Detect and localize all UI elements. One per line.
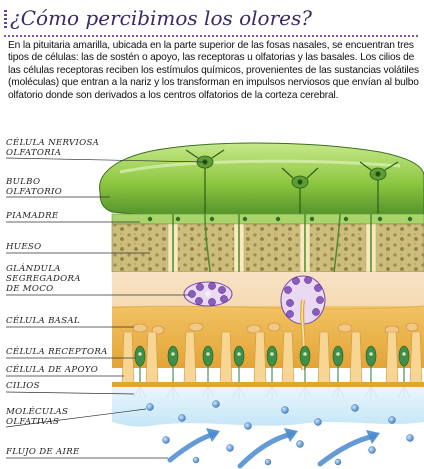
svg-text:CÉLULA RECEPTORA: CÉLULA RECEPTORA xyxy=(6,345,108,357)
olfactory-bulb xyxy=(99,142,424,219)
nerve-cells xyxy=(185,149,399,214)
title-marker xyxy=(4,10,7,30)
mucus-gland-1 xyxy=(183,281,233,307)
label-piamadre: PIAMADRE xyxy=(5,211,140,223)
air-flow-arrows xyxy=(167,431,377,469)
svg-text:FLUJO DE AIRE: FLUJO DE AIRE xyxy=(5,447,80,457)
pia-mater xyxy=(111,213,424,225)
label-bulbo: BULBO OLFATORIO xyxy=(5,177,110,198)
label-glandula: GLÁNDULA SEGREGADORA DE MOCO xyxy=(5,262,190,296)
label-flujo: FLUJO DE AIRE xyxy=(5,447,168,459)
label-celula-basal: CÉLULA BASAL xyxy=(6,314,134,328)
mucosa-layer xyxy=(111,272,424,368)
label-moleculas: MOLÉCULAS OLFATIVAS xyxy=(5,405,147,428)
intro-paragraph: En la pituitaria amarilla, ubicada en la… xyxy=(8,40,420,101)
label-celula-receptora: CÉLULA RECEPTORA xyxy=(6,345,135,359)
odor-molecules xyxy=(146,400,414,466)
mucus-gland-2 xyxy=(280,275,326,371)
page-title: ¿Cómo percibimos los olores? xyxy=(10,6,312,30)
label-hueso: HUESO xyxy=(5,242,150,254)
label-cilios: CILIOS xyxy=(5,381,135,395)
mucus-layer xyxy=(112,387,424,427)
svg-text:MOLÉCULAS OLFATIVAS: MOLÉCULAS OLFATIVAS xyxy=(5,405,71,427)
labels: CÉLULA NERVIOSA OLFATORIA BULBO OLFATORI… xyxy=(5,136,206,459)
svg-text:BULBO OLFATORIO: BULBO OLFATORIO xyxy=(5,177,62,197)
svg-text:CÉLULA DE APOYO: CÉLULA DE APOYO xyxy=(6,363,98,375)
title-rule xyxy=(4,35,418,37)
label-celula-nerviosa: CÉLULA NERVIOSA OLFATORIA xyxy=(5,136,206,163)
svg-text:CÉLULA NERVIOSA OLFATO: CÉLULA NERVIOSA OLFATORIA xyxy=(6,136,102,158)
svg-text:CÉLULA BASAL: CÉLULA BASAL xyxy=(6,314,80,326)
air-flow-arrowheads xyxy=(206,428,380,444)
svg-text:HUESO: HUESO xyxy=(5,242,41,252)
title-bar: ¿Cómo percibimos los olores? xyxy=(0,4,424,38)
svg-text:PIAMADRE: PIAMADRE xyxy=(5,211,59,221)
label-celula-apoyo: CÉLULA DE APOYO xyxy=(6,363,124,377)
receptor-cells xyxy=(134,345,410,382)
svg-text:CILIOS: CILIOS xyxy=(6,381,40,391)
bone-layer xyxy=(111,223,424,273)
nerve-cell-3 xyxy=(359,161,399,214)
nerve-cell-2 xyxy=(281,167,319,214)
svg-text:GLÁNDULA SEGREGADORA: GLÁNDULA SEGREGADORA DE MOCO xyxy=(5,262,84,294)
olfactory-diagram: CÉLULA NERVIOSA OLFATORIA BULBO OLFATORI… xyxy=(5,136,424,469)
